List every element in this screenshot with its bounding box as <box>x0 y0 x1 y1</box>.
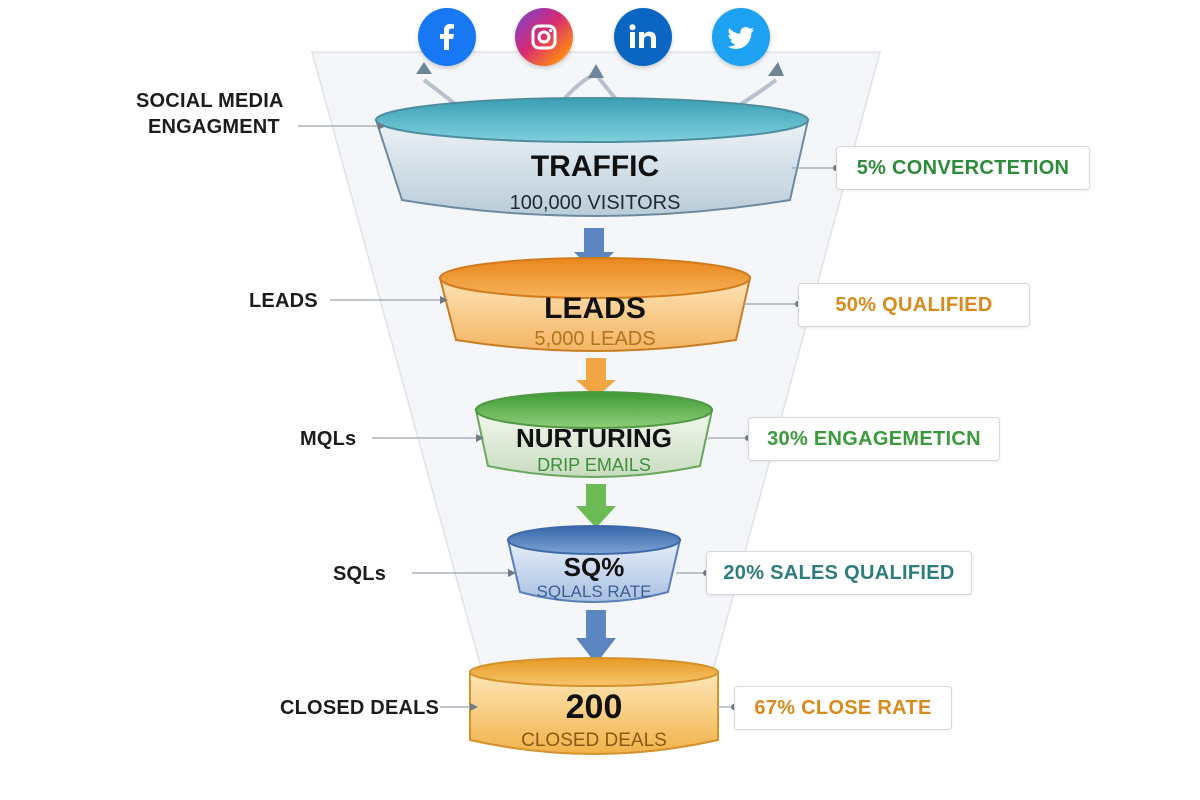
arrow-head <box>588 64 604 78</box>
stage-subtitle-leads: 5,000 LEADS <box>534 328 656 350</box>
stage-title-nurturing: NURTURING <box>516 423 672 453</box>
label-sqls: SQLs <box>333 563 387 585</box>
facebook-glyph <box>440 24 454 50</box>
left-connectors <box>298 125 508 708</box>
twitter-icon[interactable] <box>712 8 770 66</box>
linkedin-glyph <box>629 24 656 48</box>
stage-leads <box>438 257 752 352</box>
connector-arrow-heads <box>378 122 516 711</box>
metric-traffic-conversion: 5% CONVERCTETION <box>836 146 1090 190</box>
stage-sql <box>506 525 682 603</box>
stage-subtitle-traffic: 100,000 VISITORS <box>509 192 681 214</box>
stage-title-leads: LEADS <box>544 292 646 325</box>
stage-title-traffic: TRAFFIC <box>530 150 660 183</box>
stage-title-closed: 200 <box>565 688 623 726</box>
instagram-icon[interactable] <box>515 8 573 66</box>
stage-subtitle-sql: SQLALS RATE <box>536 582 652 601</box>
linkedin-icon[interactable] <box>614 8 672 66</box>
arrow-head <box>768 62 784 76</box>
right-connectors <box>676 167 836 708</box>
metric-nurturing-engagement: 30% ENGAGEMETICN <box>748 417 1000 461</box>
twitter-glyph <box>727 27 754 49</box>
stage-nurturing <box>474 391 714 478</box>
stage-subtitle-nurturing: DRIP EMAILS <box>537 455 651 475</box>
arrow-head <box>416 62 432 74</box>
metric-sql-sales-qualified: 20% SALES QUALIFIED <box>706 551 972 595</box>
label-mqls: MQLs <box>300 428 357 450</box>
label-closed-deals: CLOSED DEALS <box>280 697 440 719</box>
stage-title-sql: SQ% <box>563 552 625 582</box>
flow-arrow <box>576 358 616 398</box>
label-leads: LEADS <box>249 290 318 312</box>
flow-arrow <box>576 484 616 528</box>
metric-close-rate: 67% CLOSE RATE <box>734 686 952 730</box>
facebook-icon[interactable] <box>418 8 476 66</box>
label-social-media-line2: ENGAGMENT <box>148 116 280 138</box>
stage-closed <box>469 657 719 755</box>
label-social-media-line1: SOCIAL MEDIA <box>136 90 284 112</box>
stage-traffic <box>374 97 810 217</box>
stage-subtitle-closed: CLOSED DEALS <box>521 730 667 751</box>
instagram-glyph <box>531 24 557 50</box>
flow-arrow <box>576 610 616 664</box>
metric-leads-qualified: 50% QUALIFIED <box>798 283 1030 327</box>
